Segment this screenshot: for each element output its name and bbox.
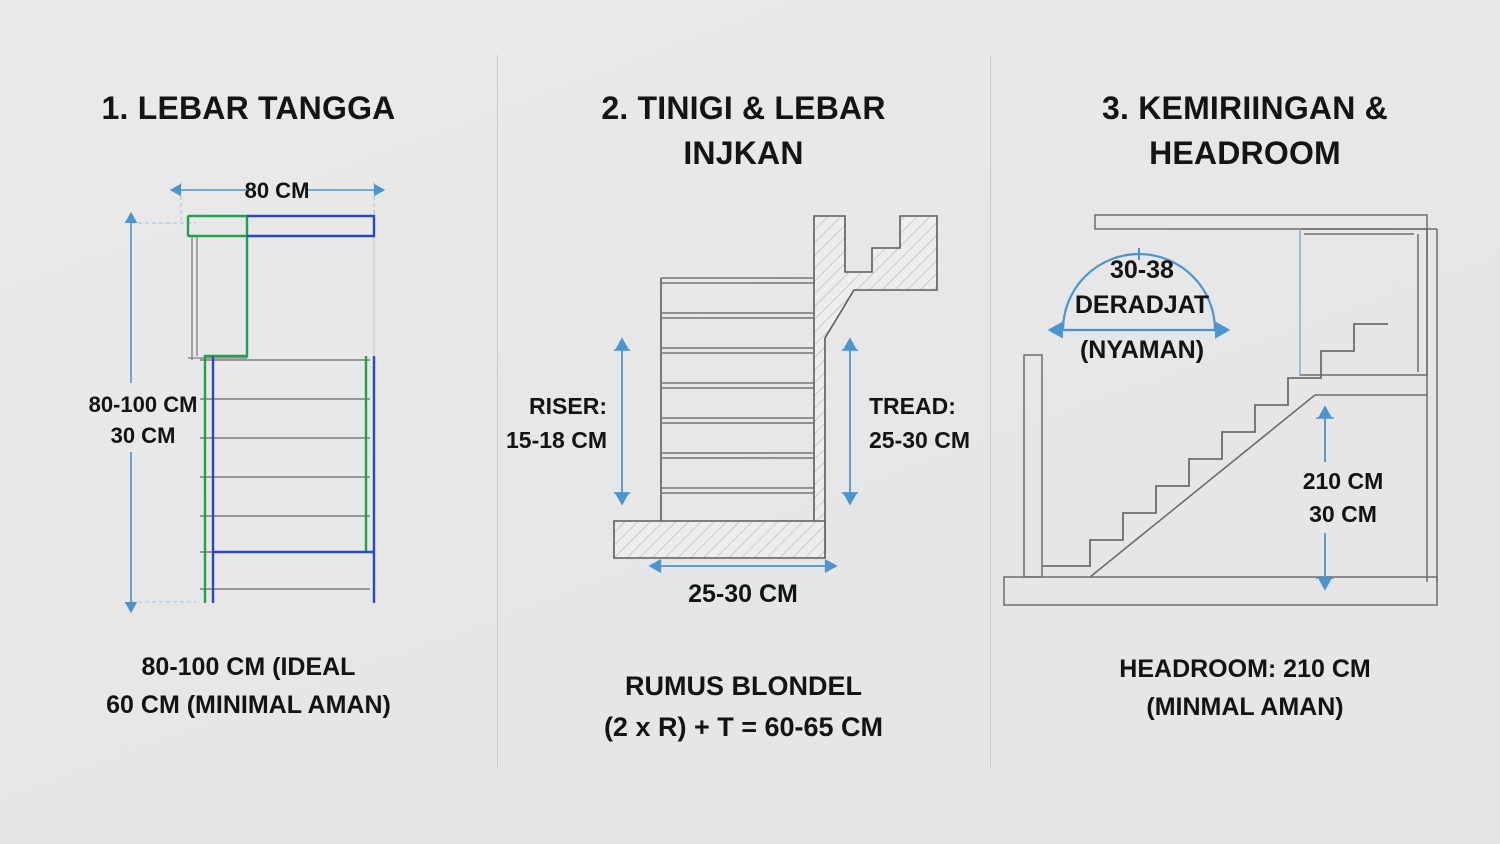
panel-2-caption: RUMUS BLONDEL (2 x R) + T = 60-65 CM — [497, 666, 990, 748]
angle-unit: DERADJAT — [1075, 291, 1209, 319]
panel-3-caption-line-1: HEADROOM: 210 CM — [1119, 655, 1371, 683]
panel-tinggi-lebar-injakan: 2. TINIGI & LEBAR INJKAN — [497, 0, 990, 844]
panel-2-title-line-2: INJKAN — [683, 135, 804, 172]
headroom-line-1: 210 CM — [1303, 468, 1384, 494]
panel-2-caption-line-1: RUMUS BLONDEL — [625, 671, 862, 701]
panel-lebar-tangga: 1. LEBAR TANGGA — [0, 0, 497, 844]
dim-bottom-width: 25-30 CM — [688, 580, 798, 608]
panel-1-caption: 80-100 CM (IDEAL 60 CM (MINIMAL AMAN) — [0, 648, 497, 724]
panel-3-title: 3. KEMIRIINGAN & HEADROOM — [990, 86, 1500, 177]
panel-divider-2 — [990, 55, 991, 767]
panel-2-title: 2. TINIGI & LEBAR INJKAN — [497, 86, 990, 177]
panel-1-caption-line-1: 80-100 CM (IDEAL — [141, 653, 356, 681]
angle-value: 30-38 — [1110, 256, 1174, 284]
panel-3-title-line-1: 3. KEMIRIINGAN & — [1102, 90, 1388, 126]
panel-3-title-line-2: HEADROOM — [1149, 135, 1341, 172]
angle-note: (NYAMAN) — [1080, 336, 1204, 364]
tread-label: TREAD: — [869, 393, 956, 419]
headroom-line-2: 30 CM — [1309, 501, 1377, 527]
panel-2-title-line-1: 2. TINIGI & LEBAR — [601, 90, 886, 126]
riser-value: 15-18 CM — [506, 427, 607, 453]
panel-3-caption: HEADROOM: 210 CM (MINMAL AMAN) — [990, 650, 1500, 726]
dim-height-line-2: 30 CM — [111, 423, 176, 448]
dim-top-width: 80 CM — [245, 178, 310, 203]
panel-divider-1 — [497, 55, 498, 767]
panel-kemiringan-headroom: 3. KEMIRIINGAN & HEADROOM — [990, 0, 1500, 844]
panel-1-title: 1. LEBAR TANGGA — [101, 90, 396, 126]
panel-2-caption-line-2: (2 x R) + T = 60-65 CM — [603, 712, 884, 743]
panel-3-caption-line-2: (MINMAL AMAN) — [1146, 693, 1344, 721]
panel-1-caption-line-2: 60 CM (MINIMAL AMAN) — [106, 691, 391, 719]
riser-label: RISER: — [529, 393, 607, 419]
tread-value: 25-30 CM — [869, 427, 970, 453]
dim-height-line-1: 80-100 CM — [89, 392, 198, 417]
